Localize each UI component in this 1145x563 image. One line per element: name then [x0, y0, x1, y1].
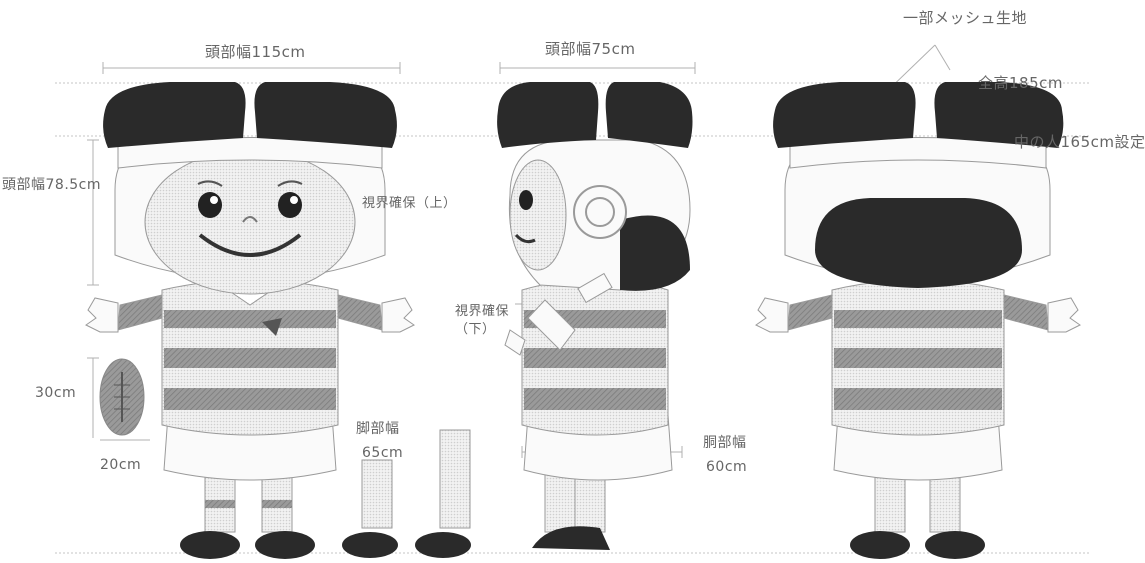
mascot-back-view — [755, 82, 1081, 559]
ball-height-label: 30cm — [35, 385, 77, 401]
vision-upper-label: 視界確保（上） — [362, 196, 457, 211]
ball-width-label: 20cm — [100, 457, 142, 473]
vision-lower-label-1: 視界確保 — [455, 304, 510, 319]
mascot-front-view — [85, 82, 415, 559]
body-width-label: 胴部幅 — [703, 435, 747, 451]
inner-person-label: 中の人165cm設定 — [1014, 133, 1145, 151]
leg-samples — [342, 429, 471, 558]
leg-width-label: 脚部幅 — [356, 421, 400, 437]
head-height-label: 頭部幅78.5cm — [2, 177, 102, 193]
body-width-value: 60cm — [706, 459, 748, 475]
total-height-label: 全高185cm — [978, 74, 1063, 92]
vision-lower-label-2: （下） — [455, 322, 496, 337]
head-width-side-label: 頭部幅75cm — [545, 40, 636, 58]
head-width-front-label: 頭部幅115cm — [205, 43, 306, 61]
leg-width-value: 65cm — [362, 445, 404, 461]
mascot-side-view — [497, 82, 693, 550]
partial-mesh-label: 一部メッシュ生地 — [903, 9, 1028, 27]
